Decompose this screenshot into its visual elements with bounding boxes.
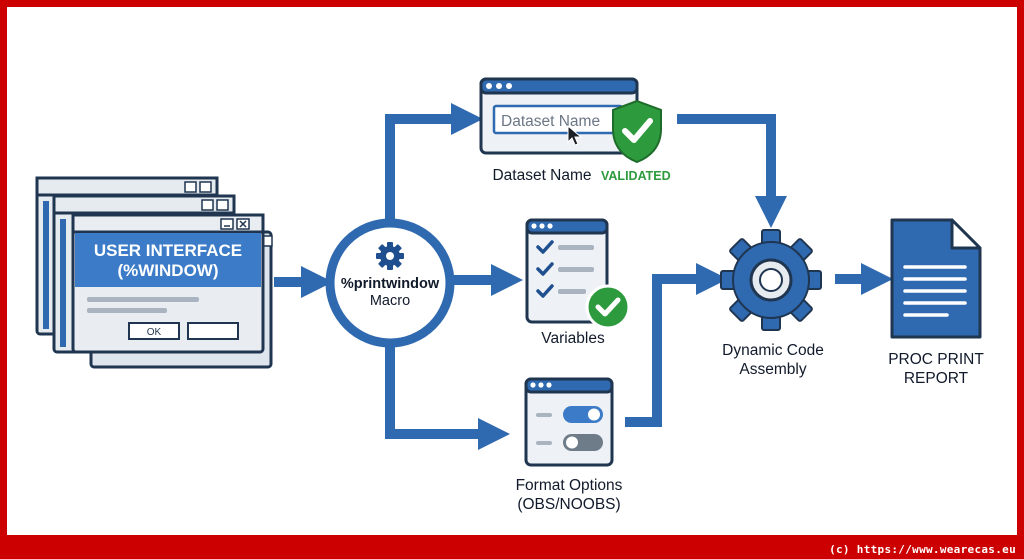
assembly-node: Dynamic Code Assembly (720, 229, 824, 378)
ui-window-stack: USER INTERFACE (%WINDOW) OK (35, 176, 273, 369)
ok-button[interactable] (128, 322, 180, 340)
flow-diagram: USER INTERFACE (%WINDOW) OK (35, 77, 984, 513)
dataset-label: Dataset Name (492, 167, 591, 184)
ui-window-title-line2: (%WINDOW) (117, 261, 218, 280)
mouse-cursor-icon (567, 124, 583, 146)
cancel-button[interactable] (187, 322, 239, 340)
report-node: PROC PRINT REPORT (888, 218, 984, 387)
connectors (274, 102, 894, 451)
copyright-footer[interactable]: (c) https://www.wearecas.eu (829, 543, 1016, 556)
shield-check-icon (612, 99, 662, 164)
checklist-icon (536, 240, 554, 298)
document-icon (890, 218, 982, 339)
ui-window-front: USER INTERFACE (%WINDOW) OK (71, 213, 265, 354)
macro-node: %printwindow Macro (325, 218, 455, 348)
minimize-icon[interactable] (220, 218, 234, 230)
arrow-macro-to-format (385, 342, 511, 451)
ui-window-title-line1: USER INTERFACE (94, 241, 242, 260)
arrow-macro-to-dataset (385, 102, 484, 222)
check-badge-icon (585, 284, 631, 330)
validated-status: VALIDATED (601, 169, 671, 183)
close-icon[interactable] (236, 218, 250, 230)
macro-label-line2: Macro (370, 293, 410, 309)
dataset-node: Dataset Name Dataset Name VALIDATED (479, 77, 671, 184)
ok-button-label: OK (147, 327, 162, 338)
assembly-label-line2: Assembly (739, 361, 806, 378)
assembly-label-line1: Dynamic Code (722, 342, 824, 359)
report-label-line1: PROC PRINT (888, 351, 984, 368)
format-options-label-line1: Format Options (516, 477, 623, 494)
variables-label: Variables (541, 330, 605, 347)
format-options-label-line2: (OBS/NOOBS) (517, 496, 620, 513)
report-label-line2: REPORT (904, 370, 969, 387)
diagram-frame: USER INTERFACE (%WINDOW) OK (7, 7, 1017, 535)
variables-node: Variables (525, 218, 631, 347)
dataset-name-placeholder: Dataset Name (501, 113, 600, 130)
large-gear-icon (720, 229, 822, 331)
toggle-off-icon[interactable] (563, 434, 603, 451)
gear-icon (376, 242, 404, 270)
arrow-format-to-assembly (625, 262, 729, 427)
format-options-node: Format Options (OBS/NOOBS) (516, 377, 623, 513)
ui-window-header (75, 233, 261, 287)
macro-label-line1: %printwindow (341, 276, 440, 292)
arrow-dataset-to-assembly (677, 114, 788, 229)
toggle-on-icon[interactable] (563, 406, 603, 423)
